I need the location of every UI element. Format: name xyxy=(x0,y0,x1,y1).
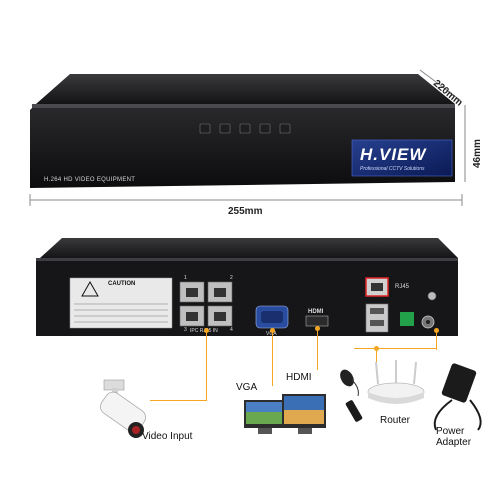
rear-top-surface xyxy=(40,238,458,258)
power-adapter-icon xyxy=(433,363,482,431)
nvr-rear-view xyxy=(0,230,500,350)
brand-name: H.VIEW xyxy=(360,145,427,164)
poe-port-label: IPC RJ45 IN xyxy=(190,328,218,334)
bullet-camera-icon xyxy=(100,379,146,438)
front-model-text: H.264 HD VIDEO EQUIPMENT xyxy=(44,177,136,183)
hdmi-port-label: HDMI xyxy=(308,309,324,315)
nvr-front-view xyxy=(0,0,500,220)
power-adapter-label: Power Adapter xyxy=(436,426,472,448)
rj45-port-label: RJ45 xyxy=(395,284,410,290)
vga-port-label: VGA xyxy=(266,331,277,337)
vga-callout-label: VGA xyxy=(236,382,258,393)
callout-line-router xyxy=(376,348,377,374)
height-dimension: 46mm xyxy=(472,139,483,168)
port-number-1: 1 xyxy=(184,275,187,281)
callout-line-video-h xyxy=(150,400,207,401)
port-number-2: 2 xyxy=(230,275,233,281)
callout-line-adapter xyxy=(436,330,437,350)
hdmi-port xyxy=(305,315,329,327)
callout-line-video xyxy=(206,330,207,400)
hdmi-callout-label: HDMI xyxy=(286,372,312,383)
ground-screw xyxy=(427,291,437,301)
port-number-3: 3 xyxy=(184,327,187,333)
callout-dot-vga xyxy=(270,328,275,333)
mouse-icon xyxy=(340,369,359,397)
callout-dot-video xyxy=(204,328,209,333)
callout-line-vga xyxy=(272,330,273,386)
caution-title: CAUTION xyxy=(108,281,136,287)
accessories-drawing xyxy=(100,360,482,438)
nvr-top-surface xyxy=(36,74,455,104)
video-input-label: Video Input xyxy=(142,431,193,442)
monitors-icon xyxy=(244,394,326,434)
callout-dot-adapter xyxy=(434,328,439,333)
router-callout-label: Router xyxy=(380,415,411,426)
usb-drive-icon xyxy=(345,400,363,422)
callout-line-hdmi xyxy=(317,328,318,370)
port-number-4: 4 xyxy=(230,327,233,333)
nvr-rear-drawing xyxy=(36,238,458,336)
nvr-front-drawing xyxy=(29,69,466,206)
nvr-front-panel xyxy=(30,104,455,188)
router-icon xyxy=(367,360,425,404)
brand-logo-panel xyxy=(351,139,453,177)
front-indicator-buttons xyxy=(199,123,291,134)
width-dimension: 255mm xyxy=(228,206,263,217)
callout-line-router-h xyxy=(354,348,436,349)
callout-dot-hdmi xyxy=(315,326,320,331)
alarm-terminal xyxy=(400,312,414,326)
poe-ports xyxy=(179,281,233,327)
brand-tagline: Professional CCTV Solutions xyxy=(360,166,425,172)
